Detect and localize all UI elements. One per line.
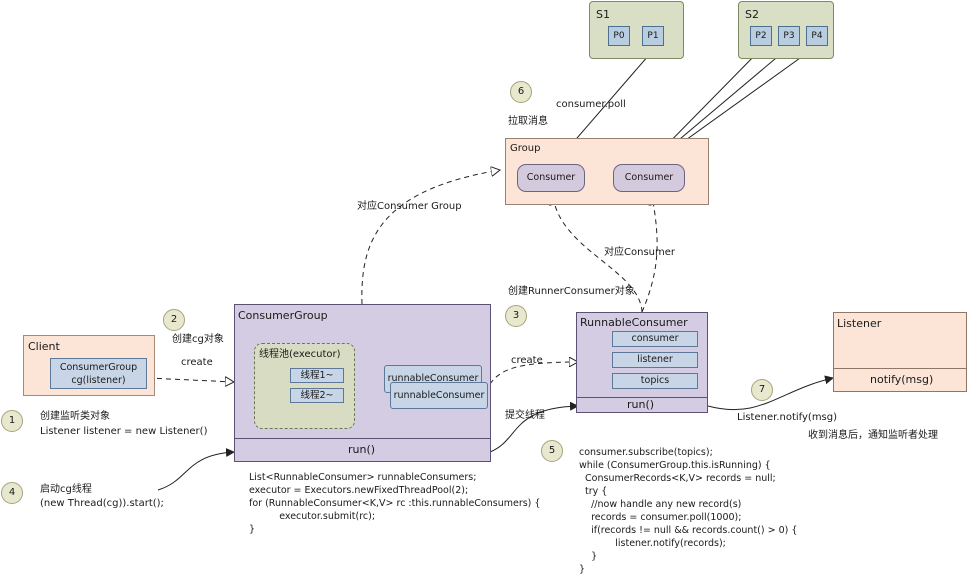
- step-5-badge: 5: [541, 440, 563, 462]
- consumergroup-title: ConsumerGroup: [238, 309, 328, 322]
- start-thread-arrow: [157, 448, 235, 491]
- step-6-badge: 6: [510, 81, 532, 103]
- listener-notify-method: notify(msg): [870, 373, 934, 386]
- thread-pool-title: 线程池(executor): [259, 349, 341, 360]
- code-line: for (RunnableConsumer<K,V> rc :this.runn…: [249, 498, 541, 509]
- runnable-consumer-item-2: runnableConsumer: [390, 382, 488, 409]
- client-instance-line1: ConsumerGroup: [59, 362, 138, 373]
- partition-p4: P4: [806, 26, 828, 46]
- runnableconsumer-run-row: run(): [577, 397, 707, 412]
- partition-p2: P2: [750, 26, 772, 46]
- step-4-badge: 4: [1, 482, 23, 504]
- listener-title: Listener: [837, 317, 882, 330]
- create-runner-label: 创建RunnerConsumer对象: [508, 286, 635, 297]
- notify-description: 收到消息后，通知监听者处理: [808, 430, 938, 441]
- client-consumergroup-instance: ConsumerGroup cg(listener): [50, 358, 147, 389]
- pull-message-label: 拉取消息: [508, 116, 548, 127]
- client-instance-line2: cg(listener): [71, 375, 126, 386]
- client-title: Client: [28, 340, 60, 353]
- runnableconsumer-code-block: consumer.subscribe(topics); while (Consu…: [579, 446, 797, 576]
- map-group-arrow: [361, 170, 500, 305]
- create-label-1: create: [181, 357, 213, 368]
- thread-1: 线程1~: [290, 368, 344, 383]
- consumer-poll-label: consumer.poll: [556, 99, 626, 110]
- code-line: listener.notify(records);: [579, 538, 726, 549]
- listener-notify-label: Listener.notify(msg): [737, 412, 838, 423]
- group-consumer-1: Consumer: [517, 164, 585, 192]
- consumergroup-run-method: run(): [348, 443, 376, 456]
- server-s1-title: S1: [596, 8, 610, 21]
- consumer-group-box: Group Consumer Consumer: [505, 138, 709, 205]
- group-consumer-2: Consumer: [613, 164, 685, 192]
- code-line: //now handle any new record(s): [579, 499, 742, 510]
- field-consumer: consumer: [612, 331, 698, 347]
- code-line: }: [579, 564, 586, 575]
- step-1-badge: 1: [1, 410, 23, 432]
- code-line: ConsumerRecords<K,V> records = null;: [579, 473, 776, 484]
- listener-method-row: notify(msg): [834, 368, 966, 391]
- thread-pool-box: 线程池(executor) 线程1~ 线程2~: [254, 343, 355, 429]
- listener-code: Listener listener = new Listener(): [40, 426, 208, 437]
- server-s2-title: S2: [745, 8, 759, 21]
- server-s1: S1 P0 P1: [589, 1, 684, 59]
- submit-thread-label: 提交线程: [505, 410, 545, 421]
- code-line: while (ConsumerGroup.this.isRunning) {: [579, 460, 771, 471]
- submit-thread-arrow: [489, 401, 579, 453]
- partition-p3: P3: [778, 26, 800, 46]
- field-listener: listener: [612, 352, 698, 368]
- code-line: }: [579, 551, 598, 562]
- field-topics: topics: [612, 373, 698, 389]
- consumergroup-code-block: List<RunnableConsumer> runnableConsumers…: [249, 471, 540, 536]
- server-s2: S2 P2 P3 P4: [738, 1, 834, 59]
- create-listener-label: 创建监听类对象: [40, 411, 110, 422]
- partition-p1: P1: [642, 26, 664, 46]
- notify-arrow: [707, 375, 834, 411]
- create-label-2: create: [511, 355, 543, 366]
- runnableconsumer-title: RunnableConsumer: [580, 316, 688, 329]
- consumergroup-class-box: ConsumerGroup 线程池(executor) 线程1~ 线程2~ ru…: [234, 304, 491, 462]
- create-cg-label: 创建cg对象: [172, 334, 224, 345]
- group-title: Group: [510, 143, 541, 154]
- create-rc-arrow: [489, 362, 578, 385]
- runnableconsumer-run-method: run(): [627, 398, 655, 411]
- client-box: Client ConsumerGroup cg(listener): [23, 335, 155, 396]
- code-line: executor.submit(rc);: [249, 511, 376, 522]
- consumergroup-run-row: run(): [235, 438, 490, 461]
- step-3-badge: 3: [505, 305, 527, 327]
- code-line: List<RunnableConsumer> runnableConsumers…: [249, 472, 477, 483]
- code-line: }: [249, 524, 256, 535]
- thread-2: 线程2~: [290, 388, 344, 403]
- code-line: if(records != null && records.count() > …: [579, 525, 798, 536]
- step-7-badge: 7: [751, 379, 773, 401]
- code-line: consumer.subscribe(topics);: [579, 447, 713, 458]
- start-cg-label: 启动cg线程: [40, 484, 92, 495]
- listener-class-box: Listener notify(msg): [833, 312, 967, 392]
- step-2-badge: 2: [163, 309, 185, 331]
- start-thread-code: (new Thread(cg)).start();: [40, 498, 164, 509]
- map-consumer-label: 对应Consumer: [604, 247, 675, 258]
- map-group-label: 对应Consumer Group: [357, 201, 462, 212]
- runnableconsumer-class-box: RunnableConsumer consumer listener topic…: [576, 312, 708, 413]
- map-consumer-arrow-2: [641, 196, 657, 313]
- create-cg-arrow: [147, 378, 234, 382]
- partition-p0: P0: [608, 26, 630, 46]
- code-line: records = consumer.poll(1000);: [579, 512, 742, 523]
- code-line: try {: [579, 486, 608, 497]
- code-line: executor = Executors.newFixedThreadPool(…: [249, 485, 469, 496]
